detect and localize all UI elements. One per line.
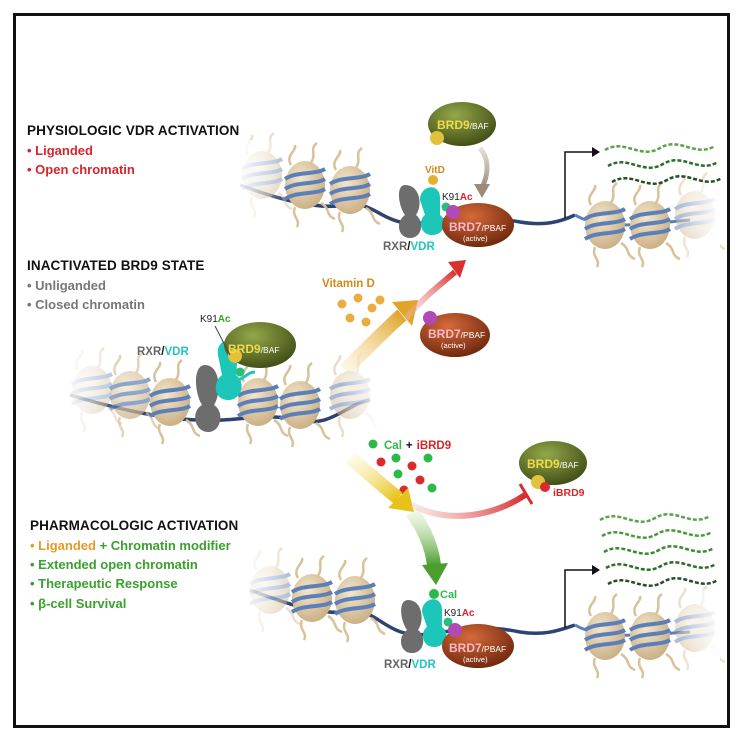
middle-chromatin — [60, 346, 382, 449]
bottom-cal-label: Cal — [440, 589, 457, 601]
gray-arrow-head — [474, 184, 490, 198]
inactivated-title: INACTIVATED BRD9 STATE — [27, 258, 205, 273]
bottom-vdr: VDR — [411, 659, 436, 671]
top-brd7-pbaf — [442, 203, 514, 247]
ibrd9-text: iBRD9 — [417, 440, 452, 452]
vitd-label: VitD — [425, 165, 445, 176]
top-active-label: (active) — [463, 234, 488, 243]
bottom-slash: / — [408, 659, 412, 671]
bottom-rxr: RXR — [384, 659, 409, 671]
green-arrow-head — [422, 563, 448, 585]
inactivated-bullet-closed-chromatin: • Closed chromatin — [27, 297, 145, 312]
yellow-arrow — [345, 452, 403, 504]
inhibited-brd9-baf — [519, 441, 587, 492]
inhibition-bar — [518, 483, 534, 505]
bottom-brd7: BRD7 — [449, 641, 482, 655]
pharmacologic-bullet-extended: • Extended open chromatin — [30, 557, 198, 572]
liganded-label: • Liganded — [30, 538, 96, 553]
top-brd9: BRD9 — [437, 118, 470, 132]
bottom-k91: K91 — [444, 608, 462, 619]
bottom-rxr-vdr-label: RXR/VDR — [384, 659, 436, 671]
cal-ibrd9-label: Cal + iBRD9 — [384, 440, 451, 452]
physiologic-bullet-liganded: • Liganded — [27, 143, 93, 158]
free-active-label: (active) — [441, 341, 466, 350]
free-brd7-label: BRD7/PBAF — [428, 327, 485, 341]
middle-vdr: VDR — [164, 346, 189, 358]
middle-rxr-vdr-label: RXR/VDR — [137, 346, 189, 358]
pharmacologic-title: PHARMACOLOGIC ACTIVATION — [30, 518, 239, 533]
bottom-active-label: (active) — [463, 655, 488, 664]
green-arrow — [406, 507, 441, 567]
inhibited-baf: /BAF — [560, 460, 579, 470]
middle-brd9: BRD9 — [228, 342, 261, 356]
inhibition-arrow — [410, 492, 527, 519]
vitamin-d-label: Vitamin D — [322, 278, 375, 290]
bottom-rxr-vdr-complex — [400, 589, 453, 653]
top-rxr-vdr-label: RXR/VDR — [383, 241, 435, 253]
bottom-chromatin — [240, 513, 727, 680]
plus-text: + — [406, 440, 413, 452]
bottom-pbaf: /PBAF — [482, 644, 507, 654]
top-pbaf: /PBAF — [482, 223, 507, 233]
red-activation-arrow — [402, 269, 457, 322]
physiologic-bullet-open-chromatin: • Open chromatin — [27, 162, 135, 177]
top-slash: / — [407, 241, 411, 253]
free-brd7: BRD7 — [428, 327, 461, 341]
bottom-ac: Ac — [462, 608, 475, 619]
top-rxr-vdr-complex — [398, 175, 451, 238]
top-k91-label: K91Ac — [442, 192, 473, 203]
bottom-brd7-label: BRD7/PBAF — [449, 641, 506, 655]
middle-ac: Ac — [218, 314, 231, 325]
top-brd9-baf — [428, 102, 496, 146]
gray-arrow — [477, 146, 490, 190]
bottom-k91-label: K91Ac — [444, 608, 475, 619]
middle-brd9-baf — [224, 322, 296, 368]
vitamin-d-molecules — [337, 293, 385, 327]
top-brd7: BRD7 — [449, 220, 482, 234]
cal-legend-dot — [368, 439, 378, 449]
free-pbaf: /PBAF — [461, 330, 486, 340]
middle-k91-pointer — [214, 325, 231, 356]
inhibited-brd9-label: BRD9/BAF — [527, 457, 579, 471]
middle-baf: /BAF — [261, 345, 280, 355]
pharmacologic-bullet-therapeutic: • Therapeutic Response — [30, 576, 178, 591]
free-brd7-pbaf — [420, 311, 490, 357]
top-brd9-label: BRD9/BAF — [437, 118, 489, 132]
middle-k91: K91 — [200, 314, 218, 325]
top-ac: Ac — [460, 192, 473, 203]
yellow-arrow-head — [388, 488, 414, 512]
cal-text: Cal — [384, 440, 402, 452]
physiologic-title: PHYSIOLOGIC VDR ACTIVATION — [27, 123, 240, 138]
inhibited-brd9: BRD9 — [527, 457, 560, 471]
vitamin-d-arrow-head — [392, 300, 418, 326]
inactivated-bullet-unliganded: • Unliganded — [27, 278, 106, 293]
middle-slash: / — [161, 346, 165, 358]
top-rxr: RXR — [383, 241, 408, 253]
pharmacologic-bullet-liganded-modifier: • Liganded + Chromatin modifier — [30, 538, 231, 553]
middle-rxr: RXR — [137, 346, 162, 358]
top-vdr: VDR — [410, 241, 435, 253]
bottom-brd7-pbaf — [442, 623, 514, 668]
pharmacologic-bullet-beta-cell: • β-cell Survival — [30, 596, 127, 611]
top-brd7-label: BRD7/PBAF — [449, 220, 506, 234]
middle-brd9-label: BRD9/BAF — [228, 342, 280, 356]
middle-k91-label: K91Ac — [200, 314, 231, 325]
cal-ibrd9-molecules — [376, 453, 437, 495]
top-baf: /BAF — [470, 121, 489, 131]
inhibited-ibrd9-label: iBRD9 — [553, 487, 585, 499]
top-k91: K91 — [442, 192, 460, 203]
red-activation-arrow-head — [448, 260, 466, 278]
chromatin-modifier-label: + Chromatin modifier — [95, 538, 231, 553]
vitamin-d-arrow — [340, 309, 407, 375]
